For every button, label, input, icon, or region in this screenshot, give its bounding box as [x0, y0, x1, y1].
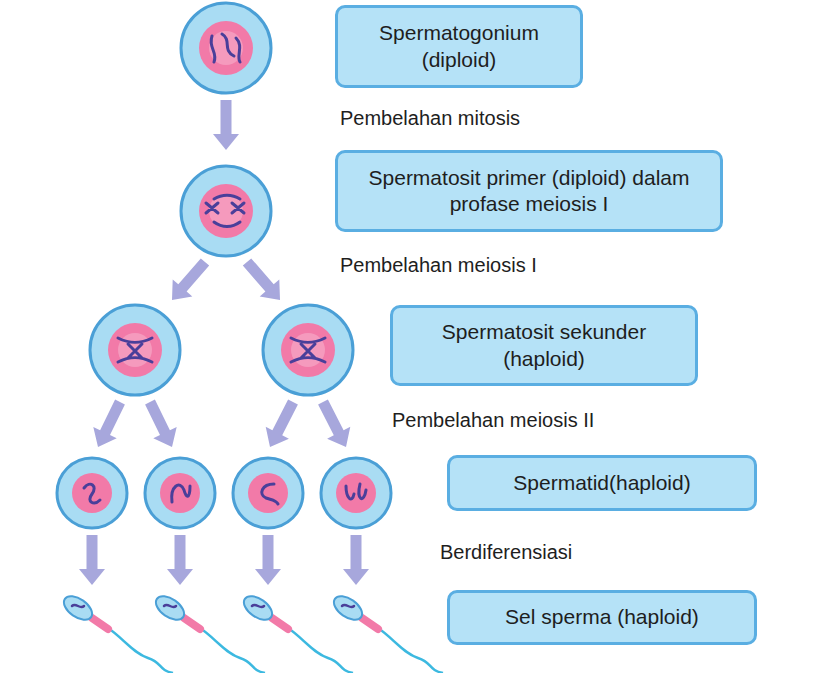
cell: [233, 458, 303, 528]
arrow: [243, 258, 280, 300]
arrow: [318, 400, 350, 448]
cell: [57, 458, 127, 528]
stage-name: Spermatosit primer (diploid) dalam profa…: [338, 165, 720, 218]
arrow: [167, 535, 193, 585]
stage-name: Sel sperma (haploid): [491, 604, 713, 630]
cell: [321, 458, 391, 528]
arrow: [172, 258, 209, 300]
cell: [263, 305, 353, 395]
stage-name: Spermatosit sekunder (haploid): [393, 319, 695, 372]
division-arrows: [79, 100, 369, 585]
cell: [181, 166, 271, 256]
process-label: Berdiferensiasi: [440, 541, 572, 564]
stage-label-box: Spermatogonium (diploid): [335, 5, 583, 88]
stage-label-box: Spermatid(haploid): [447, 455, 757, 511]
arrow: [266, 400, 298, 448]
stage-name: Spermatogonium (diploid): [338, 20, 580, 73]
process-label: Pembelahan meiosis II: [392, 409, 594, 432]
arrow: [145, 400, 177, 447]
process-label: Pembelahan mitosis: [340, 107, 520, 130]
stage-label-box: Sel sperma (haploid): [447, 590, 757, 645]
stage-label-box: Spermatosit sekunder (haploid): [390, 305, 698, 386]
cell: [145, 458, 215, 528]
arrow: [255, 535, 281, 585]
stage-name: Spermatid(haploid): [499, 470, 704, 496]
cell: [90, 305, 180, 395]
arrow: [213, 100, 239, 150]
arrow: [93, 400, 125, 447]
stage-label-box: Spermatosit primer (diploid) dalam profa…: [335, 150, 723, 232]
cell: [181, 3, 271, 93]
process-label: Pembelahan meiosis I: [340, 254, 537, 277]
arrow: [79, 535, 105, 585]
sperm-cell: [60, 591, 443, 673]
arrow: [343, 535, 369, 585]
